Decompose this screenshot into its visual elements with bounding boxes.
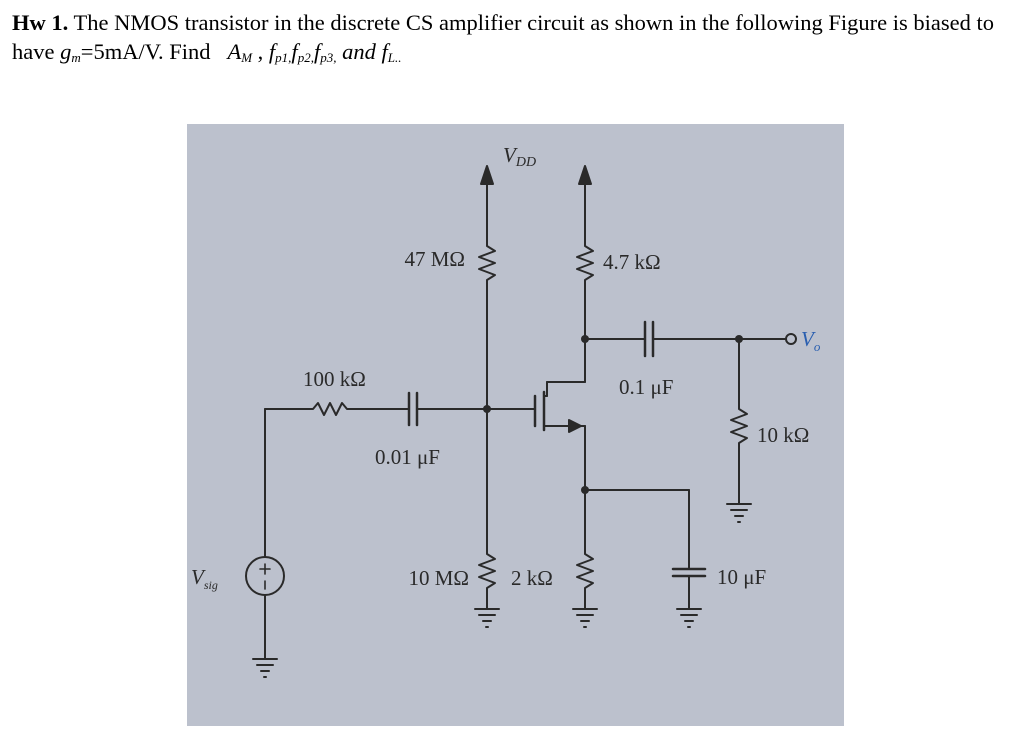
problem-text: The NMOS transistor in the discrete CS a… [12, 10, 994, 64]
vdd-label: V [503, 143, 518, 167]
vo-label: V [801, 327, 816, 351]
label-r-g1: 47 MΩ [404, 247, 465, 271]
am-symbol: A [227, 39, 242, 64]
fp1-subscript: p1, [275, 50, 292, 65]
fl-subscript: L.. [387, 50, 402, 65]
label-c-c2: 0.1 μF [619, 375, 673, 399]
label-c-c1: 0.01 μF [375, 445, 440, 469]
vsig-label: V [191, 565, 206, 589]
label-r-sig: 100 kΩ [303, 367, 366, 391]
svg-text:Vo: Vo [801, 327, 821, 354]
fp2-symbol: f [291, 39, 298, 64]
vdd-arrow-left [480, 165, 494, 243]
ground-icon [726, 503, 752, 523]
svg-text:Vsig: Vsig [191, 565, 218, 592]
ground-icon [252, 658, 278, 678]
resistor-10k [730, 403, 748, 505]
label-c-s: 10 μF [717, 565, 766, 589]
nmos-transistor [486, 390, 586, 433]
ground-icon [676, 608, 702, 628]
resistor-47m [478, 241, 496, 285]
capacitor-0-1u [643, 320, 655, 358]
junction-source [581, 486, 589, 494]
capacitor-0-01u [407, 391, 419, 427]
fp3-symbol: f [313, 39, 321, 64]
label-r-s: 2 kΩ [511, 566, 553, 590]
junction-drain [581, 335, 589, 343]
ground-icon [474, 608, 500, 628]
output-terminal [785, 333, 797, 345]
resistor-10m [478, 548, 496, 610]
circuit-figure: VDD 47 MΩ 4.7 kΩ 100 kΩ 0.01 μF 0.1 μF V… [187, 124, 844, 726]
voltage-source-icon [245, 556, 285, 596]
vdd-subscript: DD [515, 155, 536, 170]
capacitor-10u [671, 567, 707, 578]
svg-text:VDD: VDD [503, 143, 536, 170]
vo-subscript: o [814, 339, 821, 354]
label-r-l: 10 kΩ [757, 423, 809, 447]
resistor-100k [308, 402, 410, 416]
label-r-d: 4.7 kΩ [603, 250, 661, 274]
separator: , [252, 39, 269, 64]
resistor-2k [576, 548, 594, 610]
am-subscript: M [241, 50, 253, 65]
label-r-g2: 10 MΩ [408, 566, 469, 590]
fp2-subscript: p2, [297, 50, 314, 65]
junction-output [735, 335, 743, 343]
problem-statement: Hw 1. The NMOS transistor in the discret… [12, 8, 1017, 66]
resistor-4k7 [576, 241, 594, 285]
gm-value: =5mA/V. Find [80, 39, 217, 64]
problem-label: Hw 1. [12, 10, 69, 35]
gm-symbol: g [60, 39, 72, 64]
junction-gate [483, 405, 491, 413]
fp1-symbol: f [268, 39, 276, 64]
fp3-subscript: p3, [320, 50, 337, 65]
vdd-arrow-right [578, 165, 592, 243]
gm-subscript: m [71, 50, 81, 65]
ground-icon [572, 608, 598, 628]
fl-symbol: f [381, 39, 388, 64]
vsig-subscript: sig [204, 578, 218, 592]
circuit-schematic: VDD 47 MΩ 4.7 kΩ 100 kΩ 0.01 μF 0.1 μF V… [191, 143, 821, 678]
and-text: and [336, 39, 382, 64]
